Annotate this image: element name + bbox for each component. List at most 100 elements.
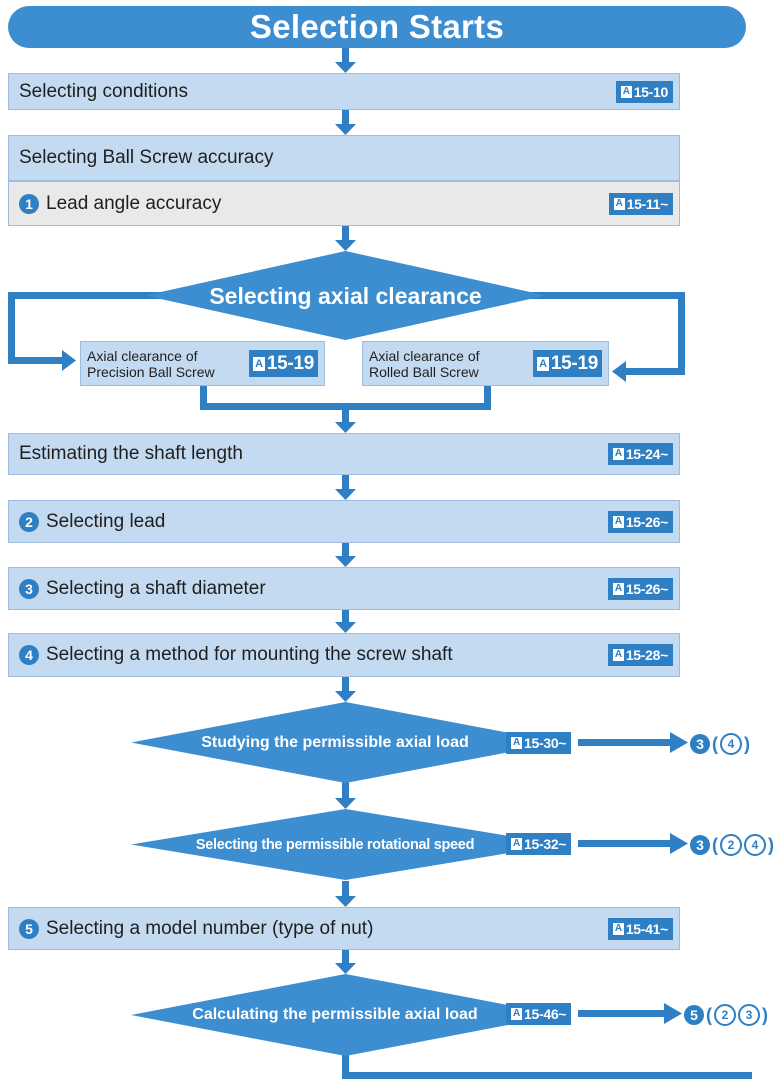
connector-line [8,292,172,299]
connector-arrow [335,798,356,809]
title-text: Selection Starts [249,8,505,45]
axial-load-diamond [131,702,560,783]
axial-load-outcome: 3 ( 4 ) [690,733,750,755]
connector-arrow [342,780,349,798]
paren-close: ) [762,1004,768,1025]
step-mounting-method: 4 Selecting a method for mounting the sc… [8,633,680,677]
connector-arrow [335,422,356,433]
step-label: Lead angle accuracy [46,192,222,214]
connector-line [578,1010,664,1017]
connector-arrow [335,896,356,907]
rotational-speed-outcome: 3 ( 2 4 ) [690,834,774,856]
calc-axial-load-diamond [131,974,560,1056]
connector-line [342,1055,349,1079]
outcome-alt-badge: 4 [744,834,766,856]
catalog-a-icon: A [620,85,632,98]
outcome-alt-badge: 3 [738,1004,760,1026]
connector-arrow [342,48,349,62]
connector-arrow [670,833,688,854]
connector-arrow [664,1003,682,1024]
connector-arrow [670,732,688,753]
catalog-a-icon: A [613,197,625,210]
connector-arrow [335,240,356,251]
paren-close: ) [744,733,750,754]
step-label: Selecting a shaft diameter [46,577,266,599]
step-label: Selecting a method for mounting the scre… [46,644,453,665]
connector-line [342,1072,752,1079]
step-label: Selecting conditions [19,80,188,102]
outcome-main-badge: 3 [690,734,710,754]
outcome-alt-badge: 4 [720,733,742,755]
connector-line [200,386,207,410]
connector-arrow [335,62,356,73]
paren-open: ( [706,1004,712,1025]
catalog-a-icon: A [536,356,549,371]
connector-arrow [612,361,626,382]
connector-arrow [335,124,356,135]
precision-clearance-box: Axial clearance of Precision Ball Screw … [80,341,325,386]
step-label: Selecting lead [46,510,166,532]
outcome-alt-badge: 2 [720,834,742,856]
catalog-a-icon: A [612,448,624,460]
step-number-badge: 5 [19,918,39,939]
connector-arrow [342,403,349,422]
connector-line [578,739,670,746]
connector-line [200,403,491,410]
calc-axial-load-label: Calculating the permissible axial load [192,1006,478,1023]
connector-arrow [342,950,349,963]
catalog-a-icon: A [511,737,522,749]
rotational-speed-diamond [131,809,560,880]
connector-arrow [335,556,356,567]
connector-line [8,357,62,364]
step-number-badge: 3 [19,578,39,599]
connector-arrow [335,691,356,702]
connector-arrow [342,543,349,556]
selection-starts-banner: Selection Starts [8,6,746,48]
connector-line [626,368,685,375]
flow-connectors [8,48,752,1079]
rolled-clearance-text: Axial clearance of Rolled Ball Screw [369,347,480,380]
step-model-number: 5 Selecting a model number (type of nut)… [8,907,680,950]
connector-line [519,292,685,299]
connector-arrow [342,610,349,622]
connector-line [678,292,685,375]
precision-clearance-text: Axial clearance of Precision Ball Screw [87,347,215,380]
step-label: Estimating the shaft length [19,443,243,464]
connector-arrow [342,226,349,240]
axial-clearance-diamond [145,251,546,340]
catalog-a-icon: A [511,838,522,850]
step-label: Selecting Ball Screw accuracy [19,147,274,168]
connector-arrow [335,489,356,500]
calc-axial-load-outcome: 5 ( 2 3 ) [684,1004,768,1026]
outcome-main-badge: 3 [690,835,710,855]
connector-arrow [335,622,356,633]
paren-close: ) [768,834,774,855]
paren-open: ( [712,733,718,754]
step-number-badge: 2 [19,511,39,532]
connector-arrow [335,963,356,974]
connector-arrow [342,677,349,691]
rotational-speed-label: Selecting the permissible rotational spe… [195,837,475,853]
catalog-a-icon: A [612,649,624,661]
catalog-a-icon: A [612,515,624,528]
catalog-a-icon: A [511,1008,522,1020]
